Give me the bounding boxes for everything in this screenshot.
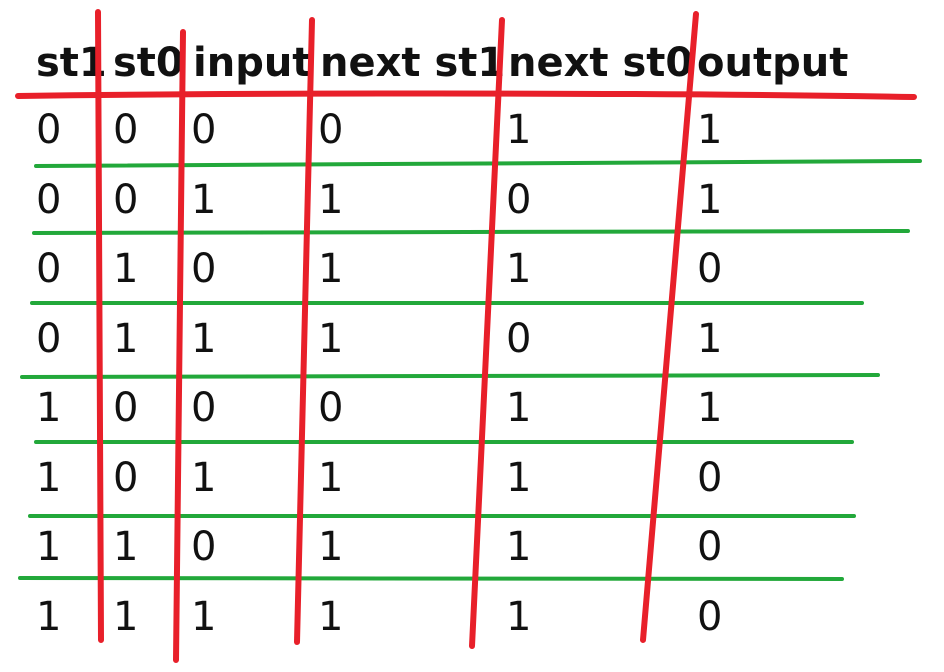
header-output: output [697, 40, 849, 86]
table-cell: 1 [506, 524, 532, 570]
column-divider [173, 29, 186, 663]
table-cell: 0 [113, 455, 139, 501]
table-cell: 0 [318, 385, 344, 431]
header-input: input [193, 40, 312, 86]
table-cell: 1 [113, 246, 139, 292]
table-cell: 0 [697, 246, 723, 292]
header-next-st0: next st0 [508, 40, 694, 86]
table-cell: 1 [113, 316, 139, 362]
row-separator [20, 373, 880, 379]
table-cell: 0 [506, 177, 532, 223]
row-separator [32, 229, 910, 235]
table-cell: 0 [506, 316, 532, 362]
table-cell: 1 [318, 455, 344, 501]
header-next-st1: next st1 [320, 40, 506, 86]
table-cell: 0 [697, 524, 723, 570]
table-cell: 1 [318, 177, 344, 223]
table-cell: 0 [36, 107, 62, 153]
table-cell: 1 [113, 594, 139, 640]
table-cell: 1 [191, 455, 217, 501]
table-cell: 0 [36, 316, 62, 362]
table-cell: 1 [506, 385, 532, 431]
column-divider [640, 11, 699, 643]
table-cell: 0 [113, 177, 139, 223]
table-cell: 0 [318, 107, 344, 153]
table-cell: 1 [36, 455, 62, 501]
table-cell: 1 [506, 594, 532, 640]
table-cell: 0 [191, 385, 217, 431]
table-cell: 1 [506, 107, 532, 153]
table-cell: 0 [36, 246, 62, 292]
table-cell: 0 [191, 246, 217, 292]
table-cell: 0 [36, 177, 62, 223]
table-cell: 1 [36, 524, 62, 570]
table-cell: 0 [697, 594, 723, 640]
row-separator [18, 576, 844, 581]
table-cell: 0 [191, 524, 217, 570]
header-st0: st0 [113, 40, 184, 86]
row-separator [34, 159, 922, 168]
header-st1: st1 [36, 40, 107, 86]
column-divider [469, 17, 505, 649]
table-cell: 1 [318, 594, 344, 640]
column-divider [95, 9, 104, 643]
table-cell: 0 [191, 107, 217, 153]
table-cell: 1 [697, 385, 723, 431]
table-cell: 1 [318, 316, 344, 362]
column-divider [294, 17, 315, 645]
table-cell: 1 [36, 594, 62, 640]
table-cell: 0 [113, 385, 139, 431]
table-cell: 1 [191, 177, 217, 223]
table-cell: 1 [697, 107, 723, 153]
table-cell: 1 [697, 177, 723, 223]
header-rule [15, 90, 917, 100]
table-cell: 1 [318, 524, 344, 570]
table-cell: 1 [697, 316, 723, 362]
table-cell: 1 [506, 455, 532, 501]
table-cell: 0 [113, 107, 139, 153]
table-cell: 1 [506, 246, 532, 292]
table-cell: 1 [36, 385, 62, 431]
table-cell: 1 [191, 594, 217, 640]
table-cell: 1 [318, 246, 344, 292]
table-cell: 0 [697, 455, 723, 501]
table-cell: 1 [113, 524, 139, 570]
table-cell: 1 [191, 316, 217, 362]
